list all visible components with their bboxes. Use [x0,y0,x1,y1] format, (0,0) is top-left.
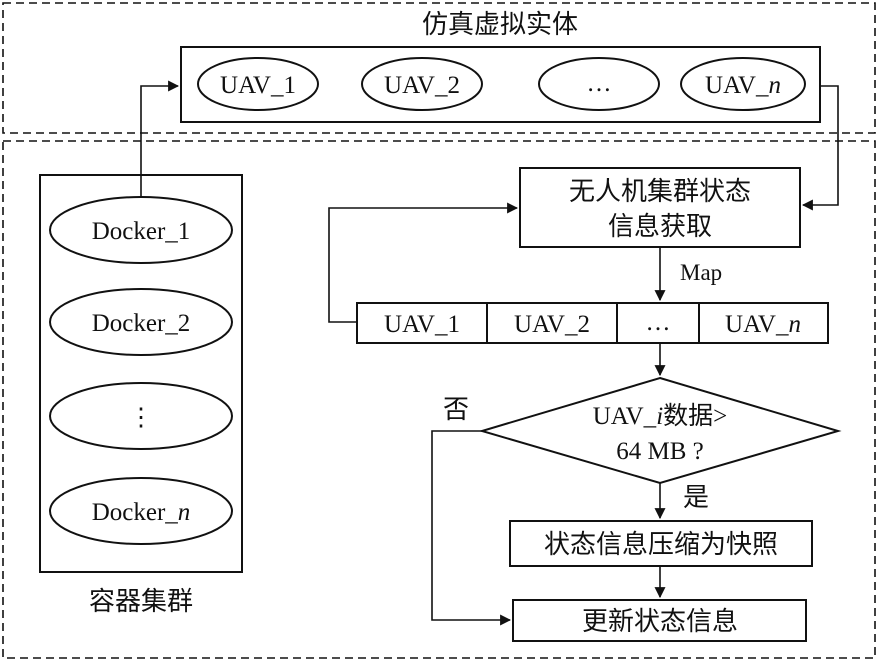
map-cell-n-prefix: UAV_ [725,311,789,338]
uav-entity-n [680,57,806,111]
docker-n-prefix: Docker_ [92,499,179,526]
docker-n-suffix: n [178,499,191,526]
docker-ellipsis-label: ⋮ [129,404,154,431]
decision-line1-var: i [656,403,663,430]
map-cell-n-suffix: n [788,311,801,338]
yes-branch-label: 是 [683,483,709,512]
uav-entity-2-label: UAV_2 [384,72,460,99]
uav-entity-n-prefix: UAV_ [705,72,769,99]
docker-to-entities-arrow [140,80,180,197]
no-branch-arrow [431,430,512,626]
update-state-box [512,599,807,642]
uav-entity-2 [361,57,483,111]
docker-2 [49,288,233,356]
docker-ellipsis [49,382,233,450]
docker-n [49,477,233,545]
map-cell-n [698,302,829,344]
compress-snapshot-box [509,520,813,567]
map-label: Map [680,260,722,285]
simulation-region-title: 仿真虚拟实体 [422,10,578,39]
docker-2-label: Docker_2 [92,310,191,337]
entities-to-acquire-arrow [801,85,839,211]
map-cell-2-label: UAV_2 [514,311,590,338]
processing-region [2,140,876,659]
decision-line2: 64 MB ? [616,438,704,465]
uav-entity-n-suffix: n [768,72,781,99]
size-decision-diamond [478,376,842,485]
decision-line1-suffix: 数据> [663,402,727,430]
update-state-label: 更新状态信息 [582,607,738,636]
docker-n-label: Docker_n [92,499,191,526]
container-cluster-caption: 容器集群 [89,587,193,616]
map-cell-ellipsis [616,302,700,344]
uav-entity-ellipsis [538,57,660,111]
compress-snapshot-label: 状态信息压缩为快照 [544,530,778,559]
state-acquire-line2: 信息获取 [608,212,712,241]
docker-1-label: Docker_1 [92,218,191,245]
map-cell-n-label: UAV_n [725,311,801,338]
map-cell-2 [486,302,618,344]
decision-line1-prefix: UAV_ [593,403,657,430]
no-branch-label: 否 [443,395,469,424]
decision-line1: UAV_i数据> [593,402,728,430]
simulation-region [2,2,876,134]
uav-entity-1-label: UAV_1 [220,72,296,99]
map-feedback-arrow [328,202,519,323]
map-cell-1 [356,302,488,344]
map-cell-ellipsis-label: … [646,309,671,336]
uav-entity-ellipsis-label: … [587,70,612,97]
uav-entity-n-label: UAV_n [705,72,781,99]
map-cell-1-label: UAV_1 [384,311,460,338]
uav-entity-1 [197,57,319,111]
state-acquire-line1: 无人机集群状态 [569,177,751,206]
